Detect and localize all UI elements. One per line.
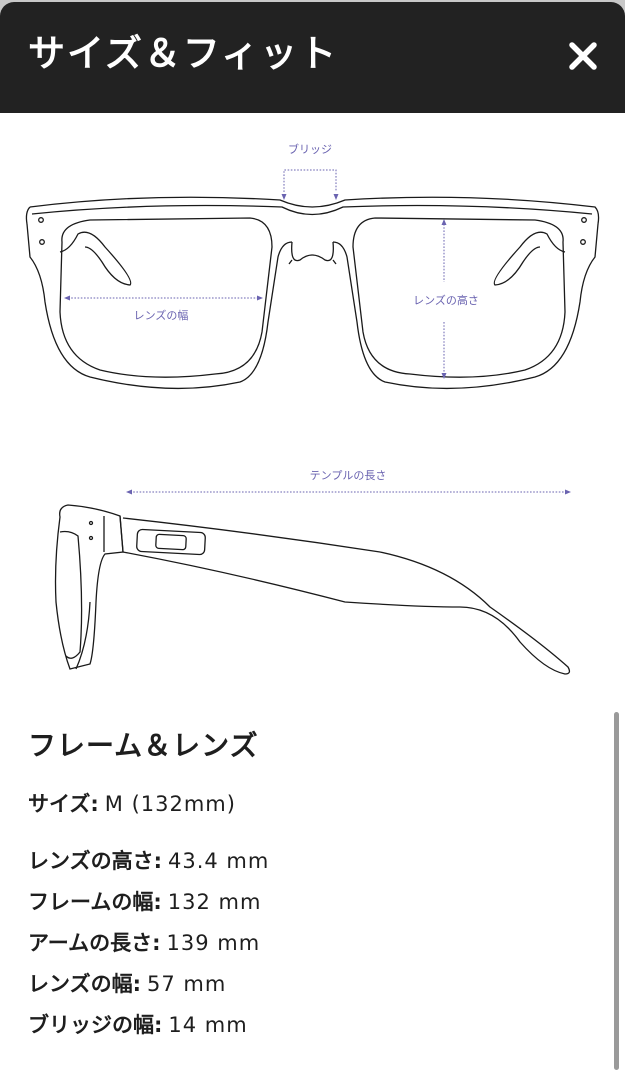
spec-value: 14 mm — [168, 1013, 248, 1037]
spec-label: ブリッジの幅: — [28, 1013, 163, 1037]
page-title: サイズ＆フィット — [28, 32, 339, 75]
spec-row-lens-width: レンズの幅:57 mm — [28, 964, 588, 1005]
spec-value: 57 mm — [146, 972, 227, 996]
spec-row-arm-length: アームの長さ:139 mm — [28, 923, 588, 964]
front-view-drawing — [25, 196, 600, 390]
bridge-label: ブリッジ — [288, 142, 332, 156]
lens-width-label: レンズの幅 — [134, 308, 189, 322]
scrollbar[interactable] — [614, 712, 619, 1070]
header-bar: サイズ＆フィット — [0, 2, 625, 113]
spec-label: レンズの幅: — [28, 972, 141, 996]
spec-label: アームの長さ: — [28, 931, 161, 955]
side-view-drawing — [54, 504, 571, 675]
temple-length-label: テンプルの長さ — [310, 469, 387, 482]
spec-value: M (132mm) — [104, 792, 236, 816]
glasses-diagram: ブリッジ レンズの幅 レンズの高さ テンプルの長さ — [0, 113, 625, 713]
spec-label: サイズ: — [28, 792, 99, 816]
close-button[interactable] — [563, 36, 603, 76]
frame-lens-specs: フレーム＆レンズ サイズ:M (132mm) レンズの高さ:43.4 mm フレ… — [28, 724, 588, 1046]
lens-height-label: レンズの高さ — [413, 293, 479, 307]
spec-row-lens-height: レンズの高さ:43.4 mm — [28, 841, 588, 882]
spec-label: フレームの幅: — [28, 890, 162, 914]
spec-row-bridge-width: ブリッジの幅:14 mm — [28, 1005, 588, 1046]
spec-value: 43.4 mm — [167, 849, 270, 873]
spec-row-size: サイズ:M (132mm) — [28, 784, 588, 825]
specs-heading: フレーム＆レンズ — [28, 729, 259, 762]
spec-value: 132 mm — [167, 890, 262, 914]
spec-label: レンズの高さ: — [28, 849, 162, 873]
close-icon — [569, 42, 597, 70]
spec-row-frame-width: フレームの幅:132 mm — [28, 882, 588, 923]
spec-value: 139 mm — [166, 931, 261, 955]
